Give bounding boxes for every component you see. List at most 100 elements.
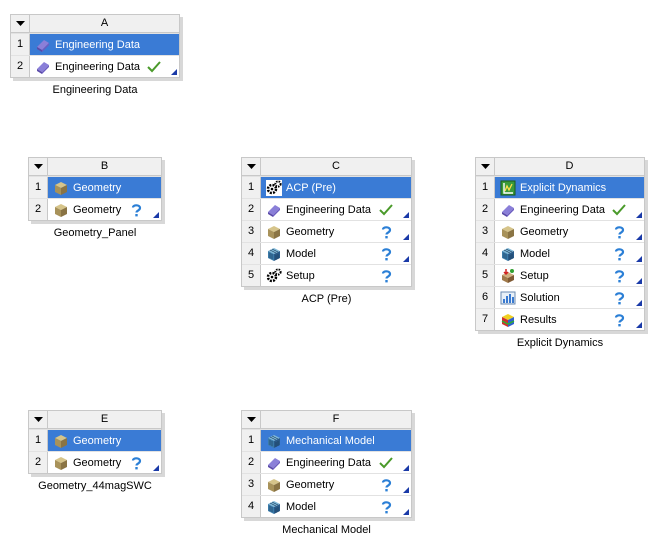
- cell-label: Engineering Data: [55, 38, 141, 51]
- system-header-f[interactable]: F: [242, 411, 411, 429]
- cell-label: Geometry: [286, 478, 335, 491]
- row-number: 5: [476, 265, 495, 286]
- cell-corner-marker: [636, 256, 642, 262]
- cell-row[interactable]: 2 Engineering Data: [11, 55, 179, 77]
- system-letter: B: [100, 160, 109, 172]
- cell-row[interactable]: 1 Mechanical Model: [242, 429, 411, 451]
- row-number: 2: [11, 56, 30, 77]
- model-icon: [266, 433, 282, 449]
- cell-title[interactable]: Engineering Data: [30, 34, 179, 55]
- cell-label: ACP (Pre): [286, 181, 336, 194]
- system-block-e[interactable]: E 1 Geometry 2 Geometry: [28, 410, 162, 474]
- cell-row[interactable]: 2 Geometry: [29, 198, 161, 220]
- cell-title[interactable]: Mechanical Model: [261, 430, 411, 451]
- cell-row[interactable]: 1 Explicit Dynamics: [476, 176, 644, 198]
- system-menu-arrow-icon[interactable]: [242, 411, 261, 428]
- cell-model[interactable]: Model: [261, 496, 411, 517]
- cell-geometry[interactable]: Geometry: [261, 221, 411, 242]
- cell-engineering-data[interactable]: Engineering Data: [261, 199, 411, 220]
- row-number: 1: [29, 430, 48, 451]
- row-number: 2: [242, 199, 261, 220]
- system-caption[interactable]: Geometry_44magSWC: [38, 480, 152, 492]
- system-caption[interactable]: Engineering Data: [52, 84, 138, 96]
- cell-setup[interactable]: Setup: [261, 265, 411, 286]
- cell-solution[interactable]: Solution: [495, 287, 644, 308]
- cell-row[interactable]: 6 Solution: [476, 286, 644, 308]
- question-icon: [379, 478, 393, 492]
- cell-row[interactable]: 4 Model: [242, 242, 411, 264]
- cell-row[interactable]: 1 Geometry: [29, 176, 161, 198]
- system-menu-arrow-icon[interactable]: [476, 158, 495, 175]
- system-block-c[interactable]: C 1 ACP (Pre) 2 Engineering Data 3 Geome…: [241, 157, 412, 287]
- cell-row[interactable]: 7 Results: [476, 308, 644, 330]
- system-block-f[interactable]: F 1 Mechanical Model 2 Engineering Data …: [241, 410, 412, 518]
- cell-corner-marker: [636, 300, 642, 306]
- cell-row[interactable]: 1 Engineering Data: [11, 33, 179, 55]
- system-menu-arrow-icon[interactable]: [11, 15, 30, 32]
- cell-row[interactable]: 2 Engineering Data: [242, 198, 411, 220]
- cell-title[interactable]: Explicit Dynamics: [495, 177, 644, 198]
- cell-row[interactable]: 2 Engineering Data: [476, 198, 644, 220]
- cell-corner-marker: [403, 487, 409, 493]
- cell-label: Solution: [520, 291, 560, 304]
- system-caption[interactable]: ACP (Pre): [301, 293, 352, 305]
- cell-title[interactable]: Geometry: [48, 177, 161, 198]
- system-header-a[interactable]: A: [11, 15, 179, 33]
- cell-row[interactable]: 1 Geometry: [29, 429, 161, 451]
- system-header-d[interactable]: D: [476, 158, 644, 176]
- cell-geometry[interactable]: Geometry: [495, 221, 644, 242]
- cell-row[interactable]: 2 Geometry: [29, 451, 161, 473]
- system-block-b[interactable]: B 1 Geometry 2 Geometry: [28, 157, 162, 221]
- cell-row[interactable]: 5 Setup: [242, 264, 411, 286]
- cell-row[interactable]: 4 Model: [476, 242, 644, 264]
- cell-row[interactable]: 4 Model: [242, 495, 411, 517]
- cell-corner-marker: [153, 465, 159, 471]
- cell-geometry[interactable]: Geometry: [261, 474, 411, 495]
- cell-model[interactable]: Model: [261, 243, 411, 264]
- geometry-icon: [53, 202, 69, 218]
- system-caption[interactable]: Mechanical Model: [282, 524, 371, 536]
- cell-row[interactable]: 3 Geometry: [242, 473, 411, 495]
- model-icon: [500, 246, 516, 262]
- question-icon: [612, 313, 626, 327]
- cell-title[interactable]: ACP (Pre): [261, 177, 411, 198]
- cell-results[interactable]: Results: [495, 309, 644, 330]
- system-block-a[interactable]: A 1 Engineering Data 2 Engineering Data: [10, 14, 180, 78]
- cell-engineering-data[interactable]: Engineering Data: [495, 199, 644, 220]
- question-icon: [129, 203, 143, 217]
- question-icon: [379, 269, 393, 283]
- cell-engineering-data[interactable]: Engineering Data: [261, 452, 411, 473]
- system-caption[interactable]: Geometry_Panel: [53, 227, 137, 239]
- engineering-data-icon: [266, 202, 282, 218]
- question-icon: [129, 456, 143, 470]
- system-header-e[interactable]: E: [29, 411, 161, 429]
- system-letter: E: [100, 413, 109, 425]
- system-menu-arrow-icon[interactable]: [29, 158, 48, 175]
- geometry-icon: [53, 455, 69, 471]
- check-icon: [147, 60, 161, 74]
- cell-row[interactable]: 2 Engineering Data: [242, 451, 411, 473]
- question-icon: [379, 225, 393, 239]
- cell-setup[interactable]: Setup: [495, 265, 644, 286]
- cell-row[interactable]: 3 Geometry: [476, 220, 644, 242]
- cell-label: Geometry: [520, 225, 569, 238]
- cell-geometry[interactable]: Geometry: [48, 199, 161, 220]
- cell-row[interactable]: 3 Geometry: [242, 220, 411, 242]
- system-caption[interactable]: Explicit Dynamics: [516, 337, 604, 349]
- system-menu-arrow-icon[interactable]: [29, 411, 48, 428]
- cell-geometry[interactable]: Geometry: [48, 452, 161, 473]
- system-block-d[interactable]: D 1 Explicit Dynamics 2 Engineering Data…: [475, 157, 645, 331]
- system-header-b[interactable]: B: [29, 158, 161, 176]
- cell-engineering-data[interactable]: Engineering Data: [30, 56, 179, 77]
- cell-corner-marker: [636, 322, 642, 328]
- row-number: 3: [242, 221, 261, 242]
- row-number: 2: [242, 452, 261, 473]
- cell-model[interactable]: Model: [495, 243, 644, 264]
- system-menu-arrow-icon[interactable]: [242, 158, 261, 175]
- row-number: 1: [11, 34, 30, 55]
- cell-label: Setup: [286, 269, 315, 282]
- cell-row[interactable]: 5 Setup: [476, 264, 644, 286]
- cell-row[interactable]: 1 ACP (Pre): [242, 176, 411, 198]
- cell-title[interactable]: Geometry: [48, 430, 161, 451]
- system-header-c[interactable]: C: [242, 158, 411, 176]
